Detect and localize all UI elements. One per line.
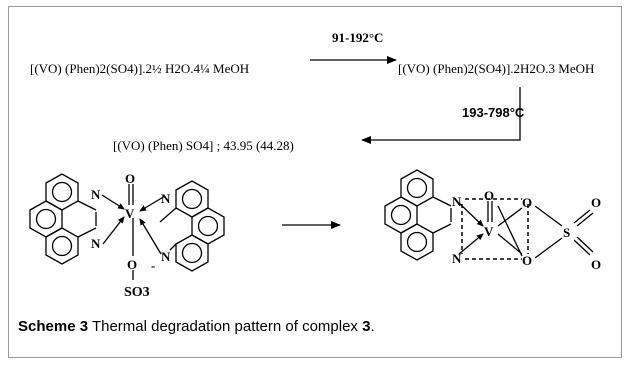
phen-ring [175,234,209,272]
step2-temperature: 193-798°C [462,105,525,120]
intermediate-formula: [(VO) (Phen)2(SO4)].2H2O.3 MeOH [398,61,594,76]
phen-ring [191,207,225,245]
atom-n: N [161,191,171,206]
sulfate-group: SO3 [124,285,150,300]
step1-temperature: 91-192°C [332,30,383,45]
phen-ring [29,200,63,238]
minus-charge: - [151,258,155,273]
scheme-frame [8,6,622,358]
phen-ring [45,227,79,265]
atom-o: O [591,257,601,272]
phen-ring [175,180,209,218]
atom-n: N [91,236,101,251]
atom-o: O [522,253,532,268]
phen-ring [45,173,79,211]
atom-n: N [91,187,101,202]
left-complex-labels: N N N N V O O - SO3 [91,171,171,300]
figure-caption: Scheme 3 Thermal degradation pattern of … [18,318,375,335]
atom-n: N [452,251,462,266]
atom-v: V [125,206,135,221]
atom-n: N [161,249,171,264]
atom-o: O [522,195,532,210]
caption-label: Scheme 3 [18,318,89,335]
phen-ring [400,169,434,207]
final-formula: [(VO) (Phen) SO4] ; 43.95 (44.28) [113,138,294,153]
atom-o: O [591,195,601,210]
atom-o: O [125,171,135,186]
phen-ring [400,223,434,261]
phen-ring [384,196,418,234]
start-formula: [(VO) (Phen)2(SO4)].2½ H2O.4¼ MeOH [30,61,249,76]
step2-arrow [361,87,521,144]
right-complex [384,169,594,261]
coordination-box [461,198,529,260]
atom-o: O [127,257,137,272]
atom-v: V [484,224,494,239]
caption-complex-number: 3 [362,318,371,335]
caption-end: . [370,318,375,335]
atom-o: O [484,188,494,203]
atom-s: S [563,225,570,240]
caption-text: Thermal degradation pattern of complex [88,318,363,335]
atom-n: N [452,194,462,209]
right-complex-labels: N N V O O O S O O [452,188,601,272]
left-complex [29,173,225,280]
